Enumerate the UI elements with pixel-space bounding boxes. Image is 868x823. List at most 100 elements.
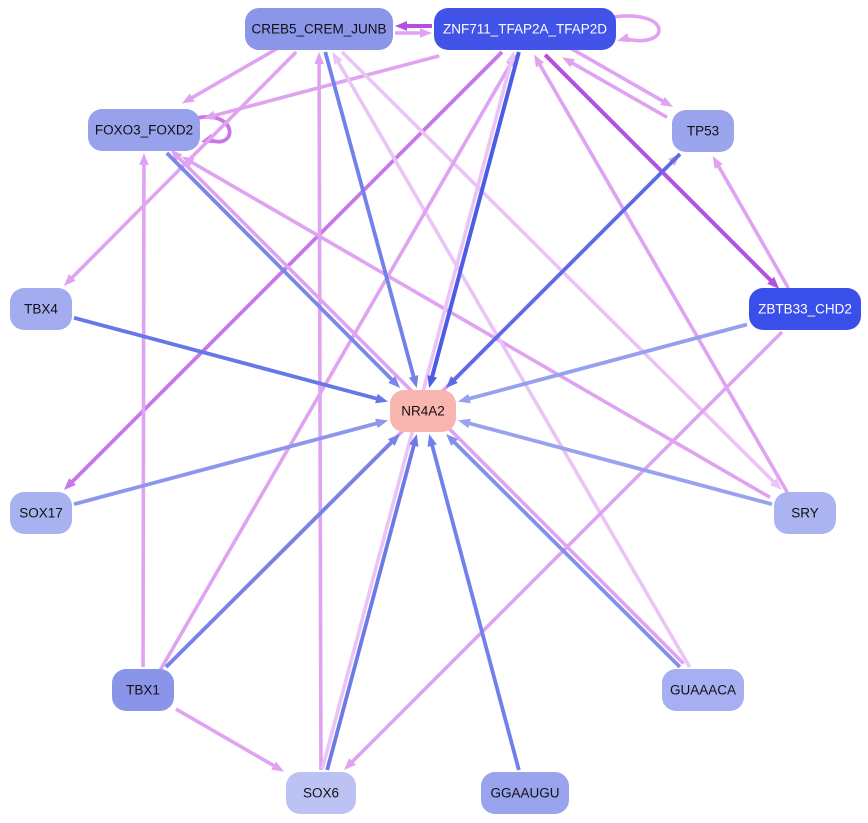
- edge-FOXO3_FOXD2-NR4A2[interactable]: [165, 151, 401, 388]
- edge-line: [429, 442, 521, 771]
- edge-line: [164, 439, 395, 669]
- node-label: TP53: [687, 124, 719, 139]
- self-loop-FOXO3_FOXD2[interactable]: [195, 115, 232, 144]
- edge-line: [715, 162, 790, 289]
- node-shape[interactable]: [10, 492, 72, 534]
- node-ZNF711_TFAP2A_TFAP2D[interactable]: ZNF711_TFAP2A_TFAP2D: [434, 8, 616, 50]
- node-TBX4[interactable]: TBX4: [10, 288, 72, 330]
- edge-line: [536, 61, 789, 494]
- edge-ZNF711_TFAP2A_TFAP2D-ZBTB33_CHD2[interactable]: [543, 53, 780, 289]
- edge-SOX6-CREB5_CREM_JUNB[interactable]: [314, 52, 324, 771]
- edge-TBX1-FOXO3_FOXD2[interactable]: [139, 153, 149, 668]
- node-NR4A2[interactable]: NR4A2: [390, 390, 456, 432]
- edge-ZNF711_TFAP2A_TFAP2D-NR4A2[interactable]: [427, 51, 521, 388]
- node-ZBTB33_CHD2[interactable]: ZBTB33_CHD2: [749, 288, 861, 330]
- edge-GGAAUGU-NR4A2[interactable]: [427, 434, 521, 771]
- node-label: TBX4: [24, 302, 58, 317]
- edge-ZNF711_TFAP2A_TFAP2D-CREB5_CREM_JUNB[interactable]: [395, 21, 432, 31]
- node-shape[interactable]: [286, 772, 356, 814]
- node-shape[interactable]: [662, 669, 744, 711]
- node-label: GGAAUGU: [490, 786, 559, 801]
- edge-line: [188, 159, 771, 499]
- edge-CREB5_CREM_JUNB-TBX4[interactable]: [63, 50, 298, 286]
- node-shape[interactable]: [749, 288, 861, 330]
- node-GGAAUGU[interactable]: GGAAUGU: [481, 772, 569, 814]
- edge-ZBTB33_CHD2-SOX6[interactable]: [344, 330, 784, 770]
- edge-arrowhead: [446, 376, 458, 388]
- edge-arrowhead: [139, 153, 149, 166]
- node-label: ZNF711_TFAP2A_TFAP2D: [443, 22, 607, 37]
- edge-TBX1-NR4A2[interactable]: [164, 434, 400, 669]
- edge-line: [569, 60, 668, 119]
- edge-line: [335, 58, 692, 668]
- node-FOXO3_FOXD2[interactable]: FOXO3_FOXD2: [88, 109, 200, 151]
- edge-arrowhead: [409, 434, 419, 447]
- edge-CREB5_CREM_JUNB-NR4A2[interactable]: [323, 51, 419, 388]
- node-shape[interactable]: [112, 669, 174, 711]
- node-shape[interactable]: [88, 109, 200, 151]
- edge-ZBTB33_CHD2-NR4A2[interactable]: [458, 322, 748, 404]
- edge-line: [141, 161, 146, 668]
- node-shape[interactable]: [774, 492, 836, 534]
- node-GUAAACA[interactable]: GUAAACA: [662, 669, 744, 711]
- edge-line: [159, 61, 514, 671]
- node-shape[interactable]: [390, 390, 456, 432]
- self-loop-ZNF711_TFAP2A_TFAP2D[interactable]: [611, 14, 661, 43]
- edge-line: [317, 60, 323, 771]
- edge-GUAAACA-NR4A2[interactable]: [446, 434, 682, 669]
- edge-GUAAACA-CREB5_CREM_JUNB[interactable]: [332, 52, 692, 668]
- edge-arrowhead: [506, 50, 516, 64]
- edge-arrowhead: [170, 149, 183, 162]
- edge-arrowhead: [427, 434, 437, 447]
- edge-TP53-ZNF711_TFAP2A_TFAP2D[interactable]: [562, 57, 668, 119]
- edge-arrowhead: [388, 434, 400, 446]
- edge-line: [349, 330, 784, 765]
- edge-arrowhead: [770, 478, 782, 490]
- edge-line: [466, 420, 773, 507]
- edge-arrowhead: [458, 393, 471, 404]
- edge-arrowhead: [375, 393, 388, 404]
- node-TP53[interactable]: TP53: [672, 110, 734, 152]
- node-CREB5_CREM_JUNB[interactable]: CREB5_CREM_JUNB: [245, 8, 393, 50]
- node-SRY[interactable]: SRY: [774, 492, 836, 534]
- node-shape[interactable]: [481, 772, 569, 814]
- edge-SRY-NR4A2[interactable]: [458, 418, 773, 507]
- edge-line: [466, 322, 748, 402]
- node-shape[interactable]: [434, 8, 616, 50]
- node-label: FOXO3_FOXD2: [95, 123, 193, 138]
- edge-line: [73, 420, 380, 507]
- node-SOX17[interactable]: SOX17: [10, 492, 72, 534]
- edge-line: [323, 51, 417, 380]
- edge-ZNF711_TFAP2A_TFAP2D-TP53[interactable]: [567, 45, 673, 107]
- edge-arrowhead: [660, 96, 673, 107]
- node-TBX1[interactable]: TBX1: [112, 669, 174, 711]
- edge-line: [325, 442, 417, 771]
- edge-arrowhead: [314, 52, 324, 65]
- edge-TBX4-NR4A2[interactable]: [73, 315, 388, 404]
- edge-line: [73, 315, 380, 402]
- edge-TBX1-SOX6[interactable]: [175, 707, 284, 772]
- edge-TP53-NR4A2[interactable]: [446, 152, 682, 388]
- node-SOX6[interactable]: SOX6: [286, 772, 356, 814]
- edge-arrowhead: [458, 418, 471, 429]
- node-shape[interactable]: [672, 110, 734, 152]
- edge-CREB5_CREM_JUNB-FOXO3_FOXD2[interactable]: [181, 46, 279, 104]
- edge-TBX1-ZNF711_TFAP2A_TFAP2D[interactable]: [159, 54, 517, 671]
- node-shape[interactable]: [245, 8, 393, 50]
- edge-arrowhead: [64, 478, 76, 490]
- edge-arrowhead: [332, 52, 343, 65]
- edge-SOX6-NR4A2[interactable]: [325, 434, 419, 771]
- edge-SOX17-NR4A2[interactable]: [73, 418, 388, 507]
- edge-arrowhead: [271, 761, 284, 772]
- edge-SRY-ZNF711_TFAP2A_TFAP2D[interactable]: [533, 54, 789, 494]
- node-shape[interactable]: [10, 288, 72, 330]
- edge-arrowhead: [427, 375, 437, 388]
- node-layer: CREB5_CREM_JUNB ZNF711_TFAP2A_TFAP2D FOXO3…: [10, 8, 861, 814]
- edge-line: [543, 53, 775, 284]
- edge-ZBTB33_CHD2-TP53[interactable]: [712, 155, 790, 289]
- edge-arrowhead: [767, 276, 780, 289]
- edge-CREB5_CREM_JUNB-ZNF711_TFAP2A_TFAP2D[interactable]: [395, 28, 432, 38]
- edge-ZNF711_TFAP2A_TFAP2D-FOXO3_FOXD2[interactable]: [203, 54, 440, 120]
